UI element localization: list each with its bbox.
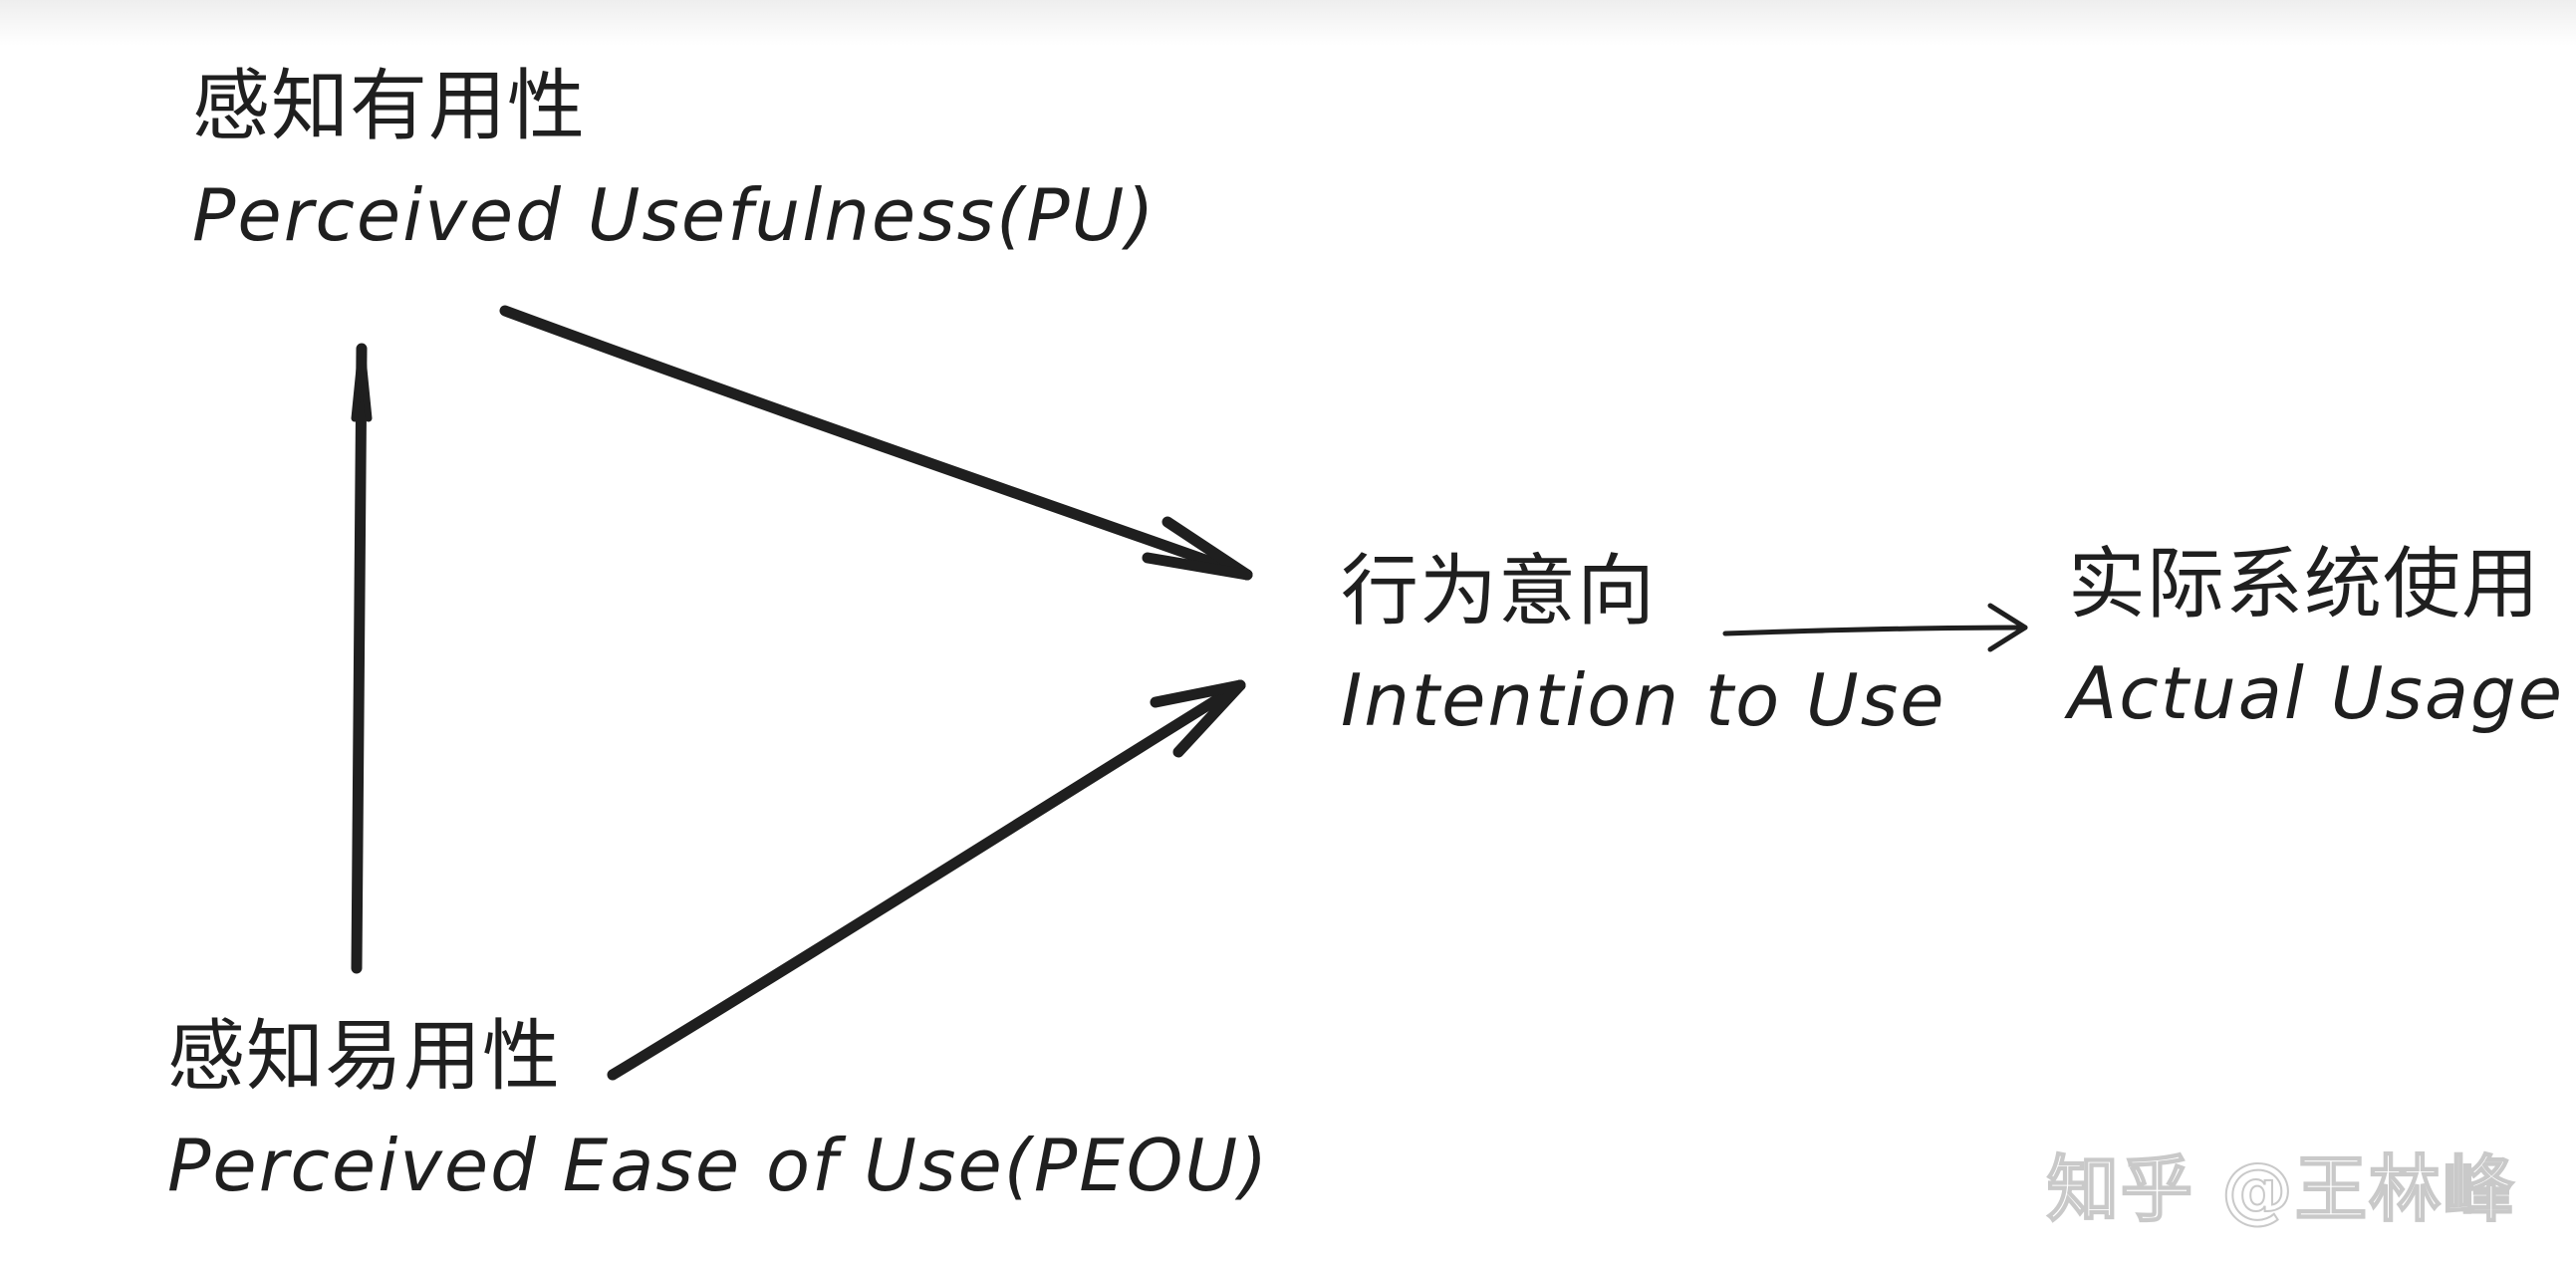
node-usage-zh: 实际系统使用 — [2068, 540, 2541, 630]
node-actual-usage: 实际系统使用 Actual Usage — [2068, 546, 2564, 729]
arrow-pu-to-itu — [499, 305, 1253, 581]
node-peou-en: Perceived Ease of Use(PEOU) — [167, 1124, 1270, 1207]
zhihu-watermark: 知乎 @王林峰 — [2046, 1146, 2516, 1232]
node-perceived-usefulness: 感知有用性 Perceived Usefulness(PU) — [192, 68, 1156, 251]
node-usage-en: Actual Usage — [2068, 651, 2565, 735]
node-pu-zh: 感知有用性 — [192, 62, 587, 151]
node-peou-zh: 感知易用性 — [167, 1012, 562, 1102]
arrow-peou-to-pu — [351, 343, 373, 974]
arrow-itu-to-usage — [1722, 603, 2028, 652]
node-intention-to-use: 行为意向 Intention to Use — [1341, 553, 1946, 736]
top-shadow — [0, 0, 2576, 46]
node-pu-en: Perceived Usefulness(PU) — [192, 173, 1157, 257]
arrow-peou-to-itu — [607, 679, 1246, 1081]
node-itu-en: Intention to Use — [1341, 658, 1946, 742]
node-perceived-ease-of-use: 感知易用性 Perceived Ease of Use(PEOU) — [167, 1018, 1269, 1201]
node-itu-zh: 行为意向 — [1341, 547, 1657, 636]
